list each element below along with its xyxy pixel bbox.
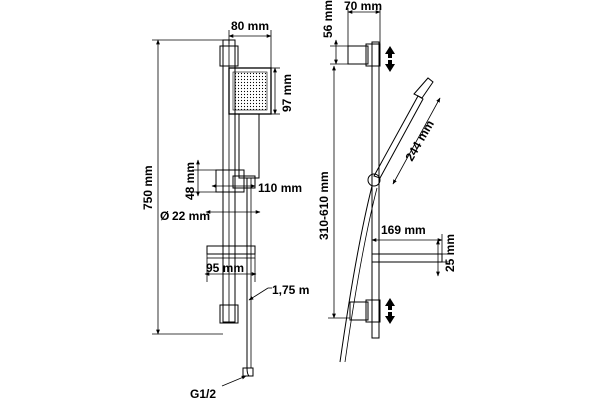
dim-head-height: 97 mm <box>280 74 294 112</box>
side-top-bracket <box>347 43 381 67</box>
dim-shelf-height: 25 mm <box>443 234 457 272</box>
bottom-wall-bracket <box>219 304 239 324</box>
side-holder-ball <box>367 173 381 187</box>
top-wall-bracket <box>219 45 239 67</box>
side-shelf <box>371 253 443 263</box>
dim-connector: G1/2 <box>190 387 216 400</box>
dim-shelf-width: 95 mm <box>206 261 244 275</box>
side-hose <box>339 185 373 363</box>
dim-head-width: 80 mm <box>231 19 269 33</box>
dim-shelf-depth: 169 mm <box>381 223 426 237</box>
double-arrow-up-down-icon <box>385 46 395 72</box>
hand-shower-head <box>228 67 272 179</box>
dim-adjustable-range: 310-610 mm <box>317 171 331 240</box>
dim-hose-length: 1,75 m <box>272 283 309 297</box>
dim-bracket-height: 56 mm <box>321 0 335 38</box>
slider-holder <box>215 169 256 193</box>
dim-holder-height: 48 mm <box>183 162 197 200</box>
dim-handshower-length: 244 mm <box>402 118 436 164</box>
side-bottom-bracket <box>349 299 381 323</box>
side-view: 70 mm 56 mm 244 mm 310-610 mm 169 mm 25 … <box>317 0 457 363</box>
dim-holder-depth: 110 mm <box>258 181 302 195</box>
shower-hose <box>246 178 250 377</box>
dim-total-height: 750 mm <box>141 165 155 210</box>
double-arrow-up-down-icon <box>385 298 395 324</box>
front-view: 80 mm 97 mm 750 mm 48 mm 110 mm Ø 22 mm … <box>141 19 309 400</box>
hose-connector <box>242 367 254 377</box>
dim-bracket-offset: 70 mm <box>344 0 382 13</box>
shelf <box>206 245 256 259</box>
side-slide-bar <box>371 41 380 339</box>
dim-bar-diameter: 22 mm <box>172 209 210 223</box>
dim-bar-diameter-symbol: Ø <box>160 209 169 223</box>
